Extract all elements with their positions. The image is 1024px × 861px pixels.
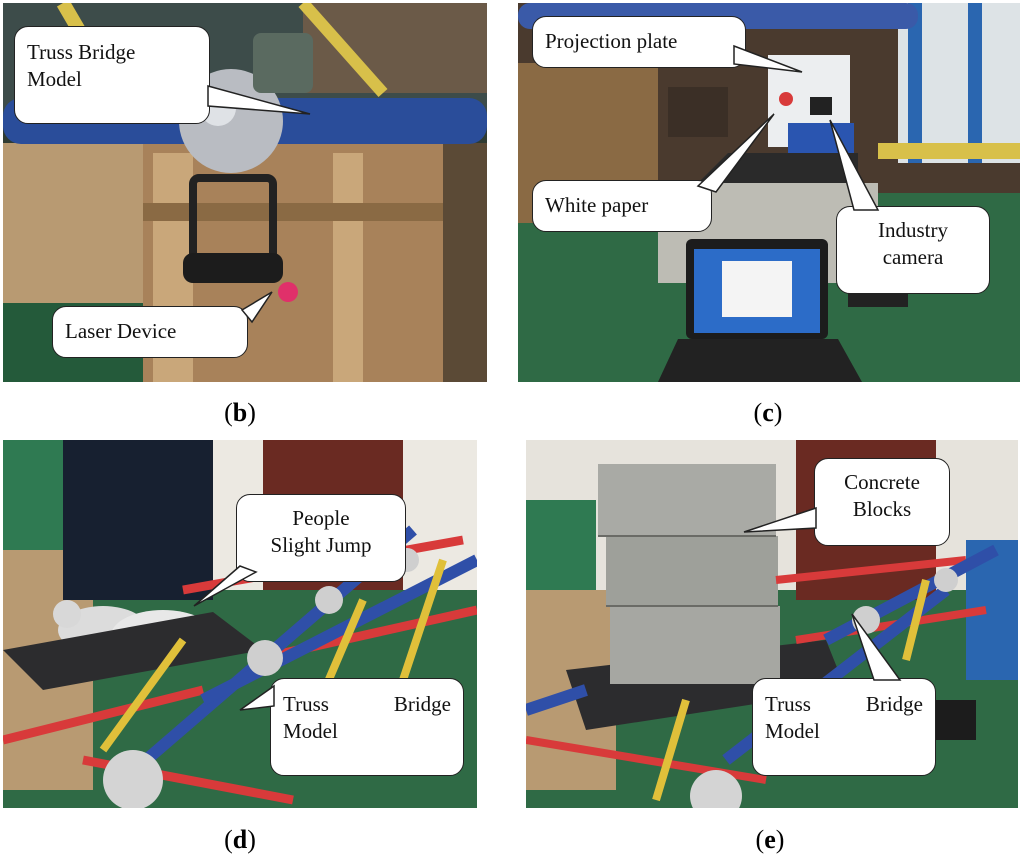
callout-people-slight-jump: People Slight Jump xyxy=(236,494,406,582)
callout-line-1: Truss Bridge xyxy=(27,40,136,64)
callout-pointer-projection xyxy=(733,44,803,73)
callout-line-1: Concrete xyxy=(844,470,920,494)
panel-label-d: (d) xyxy=(224,825,256,854)
callout-line-1: People xyxy=(292,506,350,530)
callout-white-paper: White paper xyxy=(532,180,712,232)
callout-text: Laser Device xyxy=(65,319,177,343)
panel-label-c: (c) xyxy=(753,398,783,427)
callout-line-2: Slight Jump xyxy=(270,533,372,558)
callout-line-2: Model xyxy=(765,719,820,744)
callout-laser-device: Laser Device xyxy=(52,306,248,358)
callout-concrete-blocks: Concrete Blocks xyxy=(814,458,950,546)
panel-label-e: (e) xyxy=(755,825,785,854)
callout-line-1: Truss Bridge xyxy=(765,692,923,716)
callout-line-1: Truss Bridge xyxy=(283,692,451,716)
callout-pointer-laser xyxy=(240,291,273,324)
callout-industry-camera: Industry camera xyxy=(836,206,990,294)
callout-line-2: Model xyxy=(283,719,338,744)
panel-label-b: (b) xyxy=(224,398,256,427)
callout-pointer-camera xyxy=(829,119,880,211)
callout-line-2: camera xyxy=(882,245,944,270)
callout-truss-bridge-model-b: Truss Bridge Model xyxy=(14,26,210,124)
callout-text: Projection plate xyxy=(545,29,678,53)
callout-pointer-white-paper xyxy=(696,113,775,193)
callout-pointer-people xyxy=(193,565,258,607)
callout-line-2: Model xyxy=(27,67,82,92)
callout-line-2: Blocks xyxy=(852,497,912,522)
callout-pointer-truss-b xyxy=(207,85,311,115)
callout-truss-bridge-model-d: Truss Bridge Model xyxy=(270,678,464,776)
callout-truss-bridge-model-e: Truss Bridge Model xyxy=(752,678,936,776)
callout-pointer-truss-e xyxy=(851,613,902,681)
callout-text: White paper xyxy=(545,193,649,217)
callout-line-1: Industry xyxy=(878,218,948,242)
callout-pointer-concrete xyxy=(743,506,817,533)
callout-pointer-truss-d xyxy=(239,684,275,711)
callout-projection-plate: Projection plate xyxy=(532,16,746,68)
